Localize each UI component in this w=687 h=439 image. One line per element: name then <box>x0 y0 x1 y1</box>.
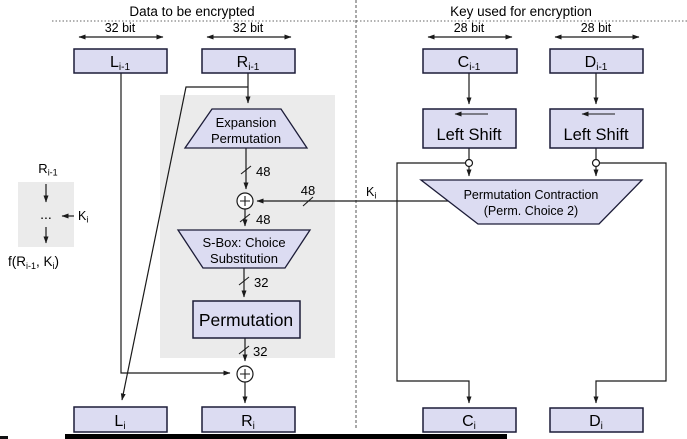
svg-text:Li: Li <box>114 413 125 432</box>
bottom-bar-artifact <box>65 434 507 439</box>
svg-text:Ci: Ci <box>462 413 476 432</box>
bus-width-label: 48 <box>256 164 270 179</box>
register-d-i: Di <box>549 407 644 433</box>
svg-text:Expansion: Expansion <box>216 115 277 130</box>
bit-width-label: 28 bit <box>454 21 485 35</box>
svg-text:Permutation Contraction: Permutation Contraction <box>464 188 599 202</box>
register-c-prev: Ci-1 <box>422 48 518 74</box>
legend-output-label: f(Ri-1, Ki) <box>8 254 59 271</box>
bit-width-arrows: 32 bit 32 bit 28 bit 28 bit <box>78 21 640 40</box>
legend: Ri-1 ... Ki f(Ri-1, Ki) <box>8 161 88 271</box>
legend-key-label: Ki <box>78 209 88 225</box>
permutation-block: Permutation <box>192 300 301 339</box>
bus-slash-icon <box>238 345 250 355</box>
branch-node-icon <box>591 158 601 168</box>
corner-artifact <box>0 436 8 439</box>
bus-width-label: 48 <box>256 212 270 227</box>
register-l-prev: Li-1 <box>73 48 168 74</box>
bus-width-marks: 48 48 48 32 32 <box>238 164 315 359</box>
permuted-choice2-block: Permutation Contraction (Perm. Choice 2) <box>419 179 644 225</box>
xor2-node <box>236 365 254 383</box>
bus-width-label: 32 <box>254 275 268 290</box>
svg-text:Substitution: Substitution <box>210 251 278 266</box>
svg-text:(Perm. Choice 2): (Perm. Choice 2) <box>484 204 578 218</box>
bus-slash-icon <box>239 213 251 223</box>
legend-input-label: Ri-1 <box>38 161 57 178</box>
svg-text:Left Shift: Left Shift <box>563 126 629 144</box>
header-data-side: Data to be encrypted <box>129 4 254 19</box>
register-r-prev: Ri-1 <box>201 48 296 74</box>
left-shift-d-block: Left Shift <box>549 108 644 149</box>
svg-text:Di: Di <box>589 413 603 432</box>
sbox-block: S-Box: Choice Substitution <box>176 229 312 269</box>
subkey-label: Ki <box>366 185 376 201</box>
xor1-node <box>236 192 254 210</box>
svg-text:Di-1: Di-1 <box>585 54 608 73</box>
svg-text:Left Shift: Left Shift <box>436 126 502 144</box>
bit-width-label: 28 bit <box>581 21 612 35</box>
connectors <box>120 73 667 404</box>
branch-node-icon <box>464 158 474 168</box>
svg-text:Li-1: Li-1 <box>110 54 130 73</box>
legend-dots: ... <box>40 206 52 222</box>
svg-text:Ri: Ri <box>241 413 255 432</box>
svg-text:S-Box: Choice: S-Box: Choice <box>202 235 285 250</box>
bus-width-label: 48 <box>301 183 315 198</box>
bit-width-label: 32 bit <box>105 21 136 35</box>
c-loop-line <box>396 162 472 404</box>
bit-width-label: 32 bit <box>233 21 264 35</box>
plus-icon <box>240 369 250 379</box>
register-l-i: Li <box>73 406 168 433</box>
plus-icon <box>240 196 250 206</box>
svg-text:Ri-1: Ri-1 <box>237 54 260 73</box>
register-c-i: Ci <box>422 407 517 433</box>
d-loop-line <box>593 162 667 404</box>
svg-text:Permutation: Permutation <box>199 310 293 330</box>
register-d-prev: Di-1 <box>549 48 644 74</box>
bus-slash-icon <box>302 196 314 207</box>
bus-slash-icon <box>238 276 250 286</box>
l-prev-to-xor2-line <box>120 73 231 376</box>
left-shift-c-block: Left Shift <box>422 108 517 149</box>
svg-text:Ci-1: Ci-1 <box>458 54 481 73</box>
register-r-i: Ri <box>201 406 296 433</box>
expansion-permutation-block: Expansion Permutation <box>183 108 309 149</box>
header-key-side: Key used for encryption <box>450 4 592 19</box>
bus-slash-icon <box>240 165 252 175</box>
svg-text:Permutation: Permutation <box>211 131 281 146</box>
bus-width-label: 32 <box>253 344 267 359</box>
r-prev-to-l-i-line <box>120 86 248 401</box>
